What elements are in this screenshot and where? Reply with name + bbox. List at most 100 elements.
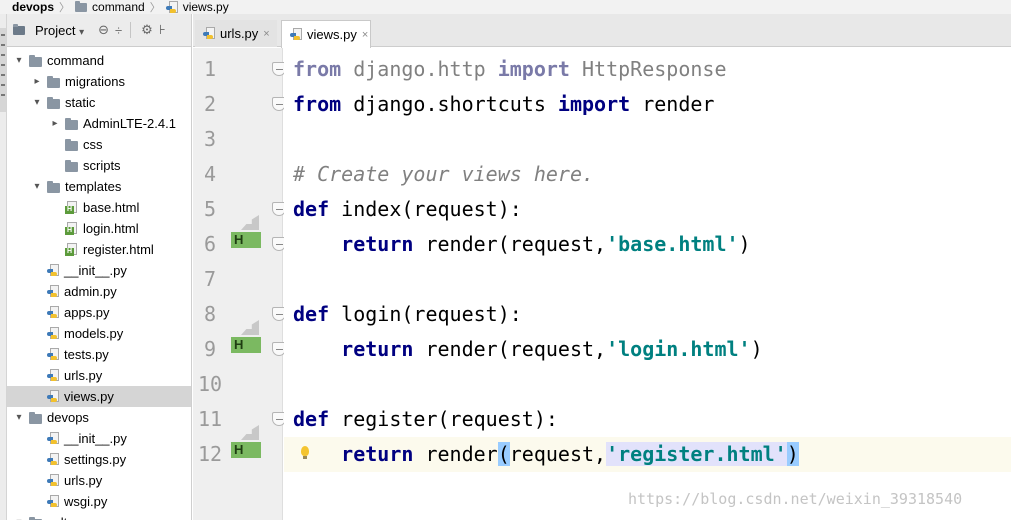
code-line[interactable]: def login(request): [284,297,1011,332]
code-token: render(request, [413,337,607,361]
code-line[interactable]: from django.shortcuts import render [284,87,1011,122]
tree-item-static[interactable]: ▾static [7,92,191,113]
tab-views-py[interactable]: views.py × [281,20,371,48]
tree-item-label: tests.py [64,347,109,362]
chevron-down-icon[interactable]: ▾ [34,181,40,192]
tree-item-wsgi-py[interactable]: wsgi.py [7,491,191,512]
code-line[interactable] [284,262,1011,297]
tree-item-apps-py[interactable]: apps.py [7,302,191,323]
code-line[interactable]: from django.http import HttpResponse [284,52,1011,87]
tree-item-label: AdminLTE-2.4.1 [83,116,176,131]
fold-icon[interactable] [272,412,286,426]
toolbar-divider [130,22,132,38]
tree-item-devops[interactable]: ▾devops [7,407,191,428]
template-navigation-icon[interactable]: H [231,425,261,459]
tree-item-models-py[interactable]: models.py [7,323,191,344]
python-file-icon [203,27,216,40]
tree-item-views-py[interactable]: views.py [7,386,191,407]
breadcrumb-item-views[interactable]: views.py [165,0,229,14]
line-number: 5 [203,197,217,221]
code-token: import [557,92,631,116]
tree-item-adminlte-2-4-1[interactable]: ▸ AdminLTE-2.4.1 [7,113,191,134]
code-line[interactable]: # Create your views here. [284,157,1011,192]
tree-item-urls-py[interactable]: urls.py [7,365,191,386]
tree-item-label: views.py [64,389,114,404]
tree-item-templates[interactable]: ▾templates [7,176,191,197]
line-number: 9 [203,337,217,361]
tree-item-tests-py[interactable]: tests.py [7,344,191,365]
html-file-icon: H [65,222,78,235]
lightbulb-icon[interactable] [301,446,309,459]
line-number: 6 [203,232,217,256]
tree-item-init-py[interactable]: __init__.py [7,260,191,281]
chevron-down-icon[interactable]: ▾ [34,97,40,108]
project-tool-tab[interactable] [0,28,6,112]
folder-icon [29,516,42,520]
code-token: django.http [341,57,498,81]
breadcrumb-label: views.py [182,0,229,14]
code-line[interactable]: return render(request,'base.html') [284,227,1011,262]
project-icon [13,23,25,35]
project-title: Project [35,22,76,38]
project-toolbar: Project ▾ ⊖ ÷ ⚙ ⊦ [7,14,191,47]
tree-item-init-py[interactable]: __init__.py [7,428,191,449]
code-token: import [497,57,570,81]
code-token: HttpResponse [569,57,727,81]
tree-item-scripts[interactable]: scripts [7,155,191,176]
code-line[interactable]: def index(request): [284,192,1011,227]
project-panel: Project ▾ ⊖ ÷ ⚙ ⊦ ▾command▸migrations▾st… [7,14,192,520]
python-file-icon [47,327,60,340]
gear-icon[interactable]: ⚙ [141,22,153,37]
editor-tab-bar: urls.py × views.py × [193,14,1011,48]
chevron-right-icon[interactable]: ▸ [52,118,58,129]
scroll-from-source-icon[interactable]: ⊖ [98,22,110,37]
folder-icon [47,75,60,88]
chevron-down-icon[interactable]: ▾ [16,55,22,66]
tree-item-admin-py[interactable]: admin.py [7,281,191,302]
line-number: 1 [203,57,217,81]
tree-item-urls-py[interactable]: urls.py [7,470,191,491]
python-file-icon [47,390,60,403]
line-number: 10 [197,372,223,396]
breadcrumb-item-command[interactable]: command [75,0,145,14]
close-icon[interactable]: × [361,28,369,41]
close-icon[interactable]: × [263,27,270,40]
chevron-down-icon[interactable]: ▾ [16,412,22,423]
tree-item-settings-py[interactable]: settings.py [7,449,191,470]
template-navigation-icon[interactable]: H [231,215,261,249]
code-token: def [293,302,330,326]
tree-item-migrations[interactable]: ▸migrations [7,71,191,92]
breadcrumb-item-devops[interactable]: devops [0,0,54,14]
code-line[interactable] [284,122,1011,157]
template-navigation-icon[interactable]: H [231,320,261,354]
code-token: render(request, [413,232,607,256]
python-file-icon [165,0,179,14]
code-token [293,337,341,361]
code-line[interactable]: return render(request,'register.html') [284,437,1011,472]
collapse-all-icon[interactable]: ÷ [115,22,123,38]
python-file-icon [47,432,60,445]
tab-urls-py[interactable]: urls.py × [195,20,277,47]
line-number: 7 [203,267,217,291]
project-view-selector[interactable]: Project ▾ [35,23,84,38]
tree-item-salt[interactable]: ▾ salt [7,512,191,520]
tree-item-css[interactable]: css [7,134,191,155]
python-file-icon [47,348,60,361]
folder-icon [47,180,60,193]
chevron-right-icon[interactable]: ▸ [34,76,40,87]
code-line[interactable] [284,367,1011,402]
line-number: 11 [197,407,223,431]
code-line[interactable]: return render(request,'login.html') [284,332,1011,367]
chevron-down-icon[interactable]: ▾ [13,517,25,520]
tree-item-label: scripts [83,158,121,173]
code-line[interactable]: def register(request): [284,402,1011,437]
code-token: render [630,92,715,116]
hide-panel-icon[interactable]: ⊦ [158,22,166,37]
tree-item-label: salt [47,515,67,520]
tree-item-command[interactable]: ▾command [7,50,191,71]
